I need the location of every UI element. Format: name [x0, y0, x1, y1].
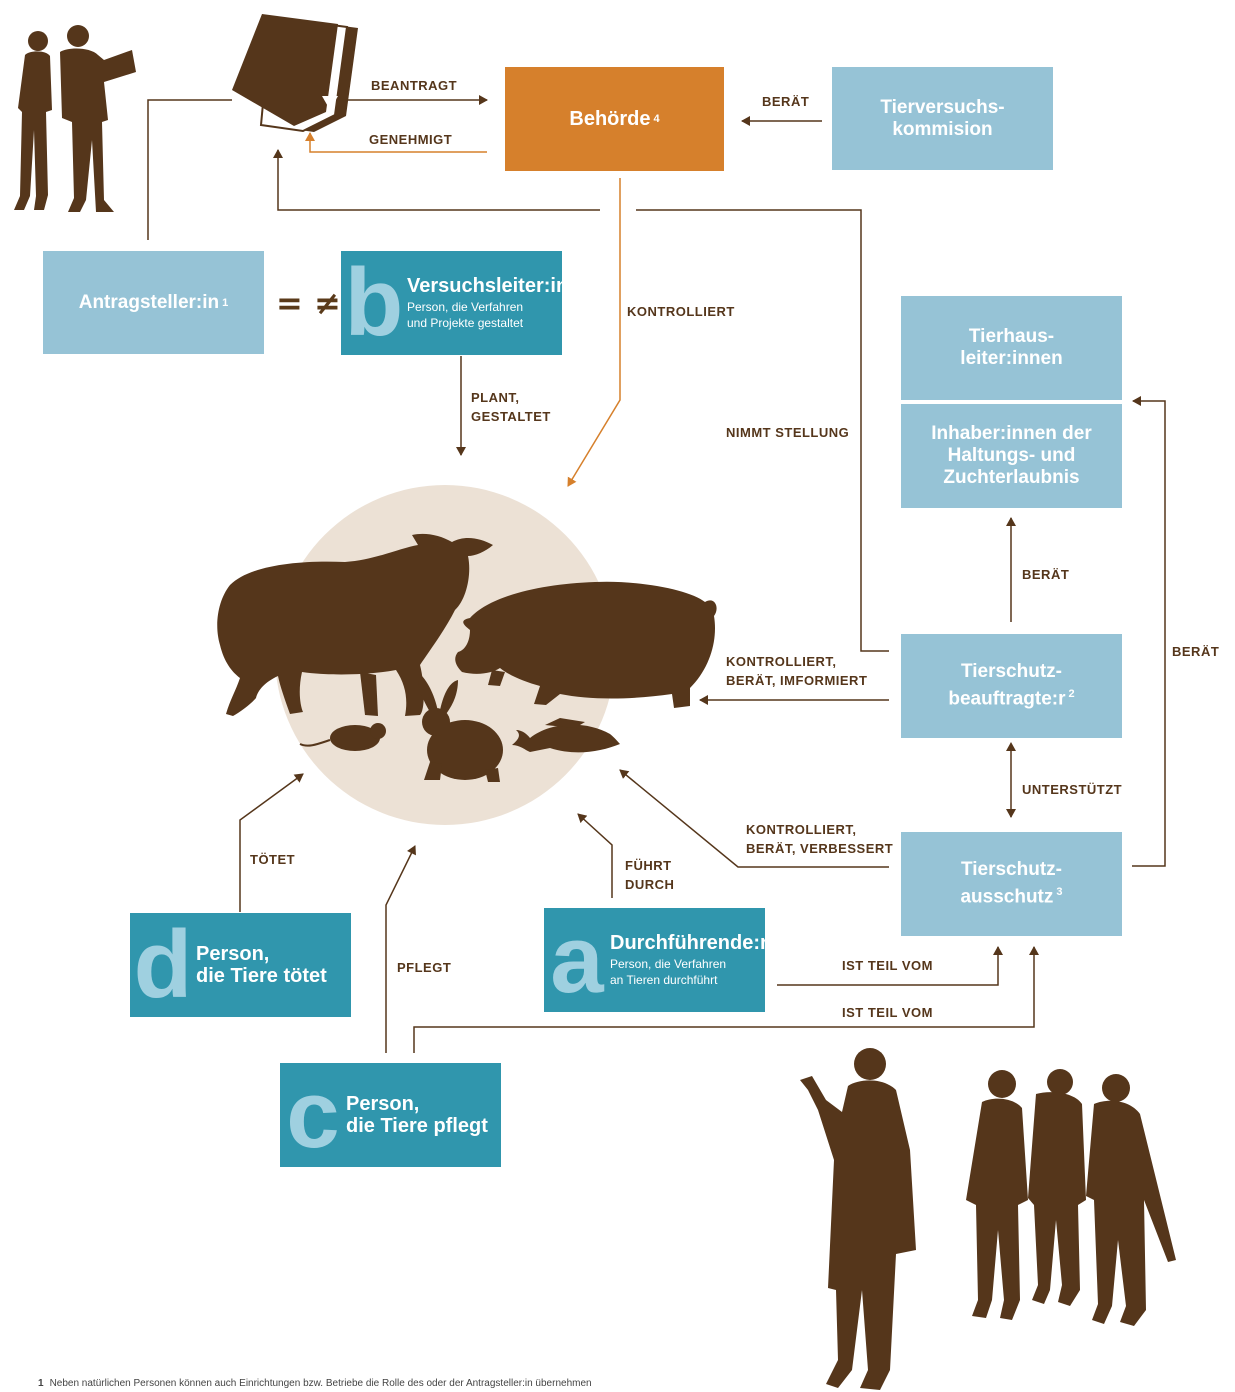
footnote: 1 Neben natürlichen Personen können auch …: [38, 1378, 592, 1389]
footnote-mark: 1: [38, 1378, 44, 1389]
durchfuehrende-box[interactable]: a Durchführende:r Person, die Verfahren …: [544, 906, 768, 1013]
ausschuss-label: Tierschutz- ausschutz: [960, 859, 1062, 908]
arrow-ist-teil-2: [413, 946, 1039, 1053]
ausschuss-footnote-mark: 3: [1056, 886, 1063, 899]
arrow-genehmigt: [305, 132, 487, 153]
label-genehmigt: GENEHMIGT: [369, 132, 453, 147]
pig-icon: [455, 581, 717, 708]
versuchsleiter-box[interactable]: b Versuchsleiter:in Person, die Verfahre…: [341, 249, 568, 356]
label-kontrolliert-ausschuss: KONTROLLIERT, BERÄT, VERBESSERT: [746, 822, 894, 856]
behoerde-label: Behörde: [569, 107, 651, 130]
label-unterstuetzt: UNTERSTÜTZT: [1022, 782, 1123, 797]
label-ist-teil-1: IST TEIL VOM: [842, 958, 933, 973]
versuchsleiter-title: Versuchsleiter:in: [407, 275, 569, 297]
kommission-box[interactable]: Tierversuchs- kommision: [832, 67, 1053, 170]
kommission-label: Tierversuchs- kommision: [880, 96, 1005, 140]
arrow-kontrolliert-behoerde: [567, 178, 621, 487]
label-beraet-ausschuss: BERÄT: [1172, 644, 1220, 659]
sheep-icon: [217, 533, 493, 716]
label-beraet-kommission: BERÄT: [762, 94, 810, 109]
antragsteller-footnote-mark: 1: [222, 296, 229, 309]
fish-icon: [512, 718, 620, 753]
beauftragte-footnote-mark: 2: [1068, 688, 1075, 701]
pflegt-box[interactable]: c Person, die Tiere pflegt: [280, 1063, 501, 1167]
mouse-icon: [299, 723, 386, 751]
antragsteller-label: Antragsteller:in: [78, 291, 220, 313]
role-letter-a: a: [550, 906, 604, 1013]
beauftragte-label: Tierschutz- beauftragte:r: [948, 661, 1066, 710]
durchfuehrende-title: Durchführende:r: [610, 932, 768, 954]
pflegt-title: Person, die Tiere pflegt: [346, 1093, 488, 1137]
footnote-text: Neben natürlichen Personen können auch E…: [49, 1378, 592, 1389]
documents-icon: [232, 14, 358, 133]
role-letter-c: c: [286, 1061, 340, 1168]
label-kontrolliert-behoerde: KONTROLLIERT: [627, 304, 735, 319]
connector-nimmt-stellung: [636, 209, 889, 652]
tierhausleiter-label: Tierhaus- leiter:innen: [960, 326, 1063, 369]
inhaber-box[interactable]: Inhaber:innen der Haltungs- und Zuchterl…: [901, 404, 1122, 508]
behoerde-footnote-mark: 4: [653, 113, 660, 125]
versuchsleiter-desc: Person, die Verfahren und Projekte gesta…: [407, 300, 524, 330]
arrow-ist-teil-1: [777, 946, 1003, 986]
inhaber-label: Inhaber:innen der Haltungs- und Zuchterl…: [931, 423, 1092, 488]
label-kontrolliert-beauftragte: KONTROLLIERT, BERÄT, IMFORMIERT: [726, 654, 868, 688]
arrow-fuehrt-durch: [577, 813, 613, 898]
label-beantragt: BEANTRAGT: [371, 78, 458, 93]
label-pflegt: PFLEGT: [397, 960, 452, 975]
role-letter-b: b: [344, 249, 404, 356]
label-beraet-inhaber: BERÄT: [1022, 567, 1070, 582]
label-toetet: TÖTET: [250, 852, 296, 867]
staff-group-silhouette-icon: [800, 1048, 1176, 1390]
durchfuehrende-desc: Person, die Verfahren an Tieren durchfüh…: [610, 957, 727, 987]
arrow-toetet: [239, 773, 304, 912]
tierhausleiter-box[interactable]: Tierhaus- leiter:innen: [901, 296, 1122, 400]
label-ist-teil-2: IST TEIL VOM: [842, 1005, 933, 1020]
label-plant: PLANT, GESTALTET: [471, 390, 551, 424]
arrow-kontrolliert-ausschuss: [619, 769, 889, 868]
role-letter-d: d: [133, 911, 193, 1018]
label-fuehrt-durch: FÜHRT DURCH: [625, 858, 675, 892]
arrow-pflegt: [385, 845, 416, 1053]
toetet-title: Person, die Tiere tötet: [196, 943, 327, 987]
toetet-box[interactable]: d Person, die Tiere tötet: [130, 913, 351, 1017]
applicants-silhouette-icon: [14, 25, 136, 212]
rabbit-icon: [418, 676, 503, 782]
orange-connectors: [305, 132, 621, 487]
arrow-to-docs: [273, 149, 600, 211]
equal-not-equal-symbols: = ≠: [276, 284, 341, 322]
label-nimmt-stellung: NIMMT STELLUNG: [726, 425, 850, 440]
connectors: [147, 95, 1166, 1053]
connector-antragsteller-docs: [147, 99, 232, 240]
arrow-beraet-ausschuss: [1132, 396, 1166, 867]
